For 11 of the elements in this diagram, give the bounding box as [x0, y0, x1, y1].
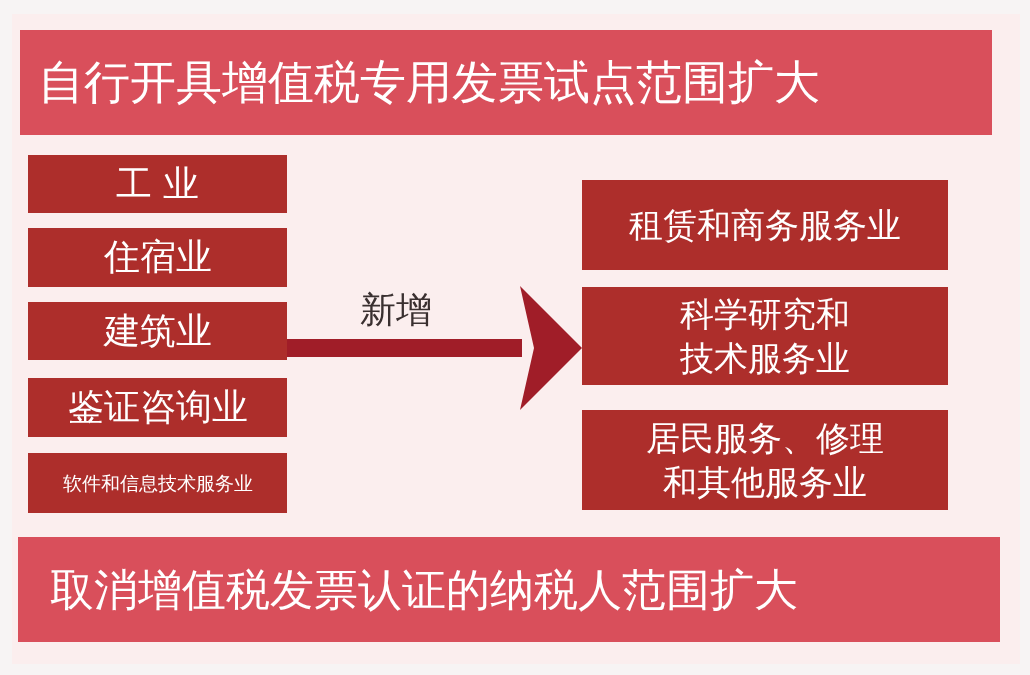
category-box: 工 业 — [28, 155, 287, 213]
category-box: 住宿业 — [28, 228, 287, 287]
arrow — [287, 286, 582, 410]
category-box: 鉴证咨询业 — [28, 378, 287, 437]
category-box: 软件和信息技术服务业 — [28, 453, 287, 513]
category-box: 居民服务、修理和其他服务业 — [582, 410, 948, 510]
category-box: 科学研究和技术服务业 — [582, 287, 948, 385]
category-box: 建筑业 — [28, 302, 287, 360]
title-banner: 取消增值税发票认证的纳税人范围扩大 — [18, 537, 1000, 642]
category-box: 租赁和商务服务业 — [582, 180, 948, 270]
title-banner: 自行开具增值税专用发票试点范围扩大 — [20, 30, 992, 135]
